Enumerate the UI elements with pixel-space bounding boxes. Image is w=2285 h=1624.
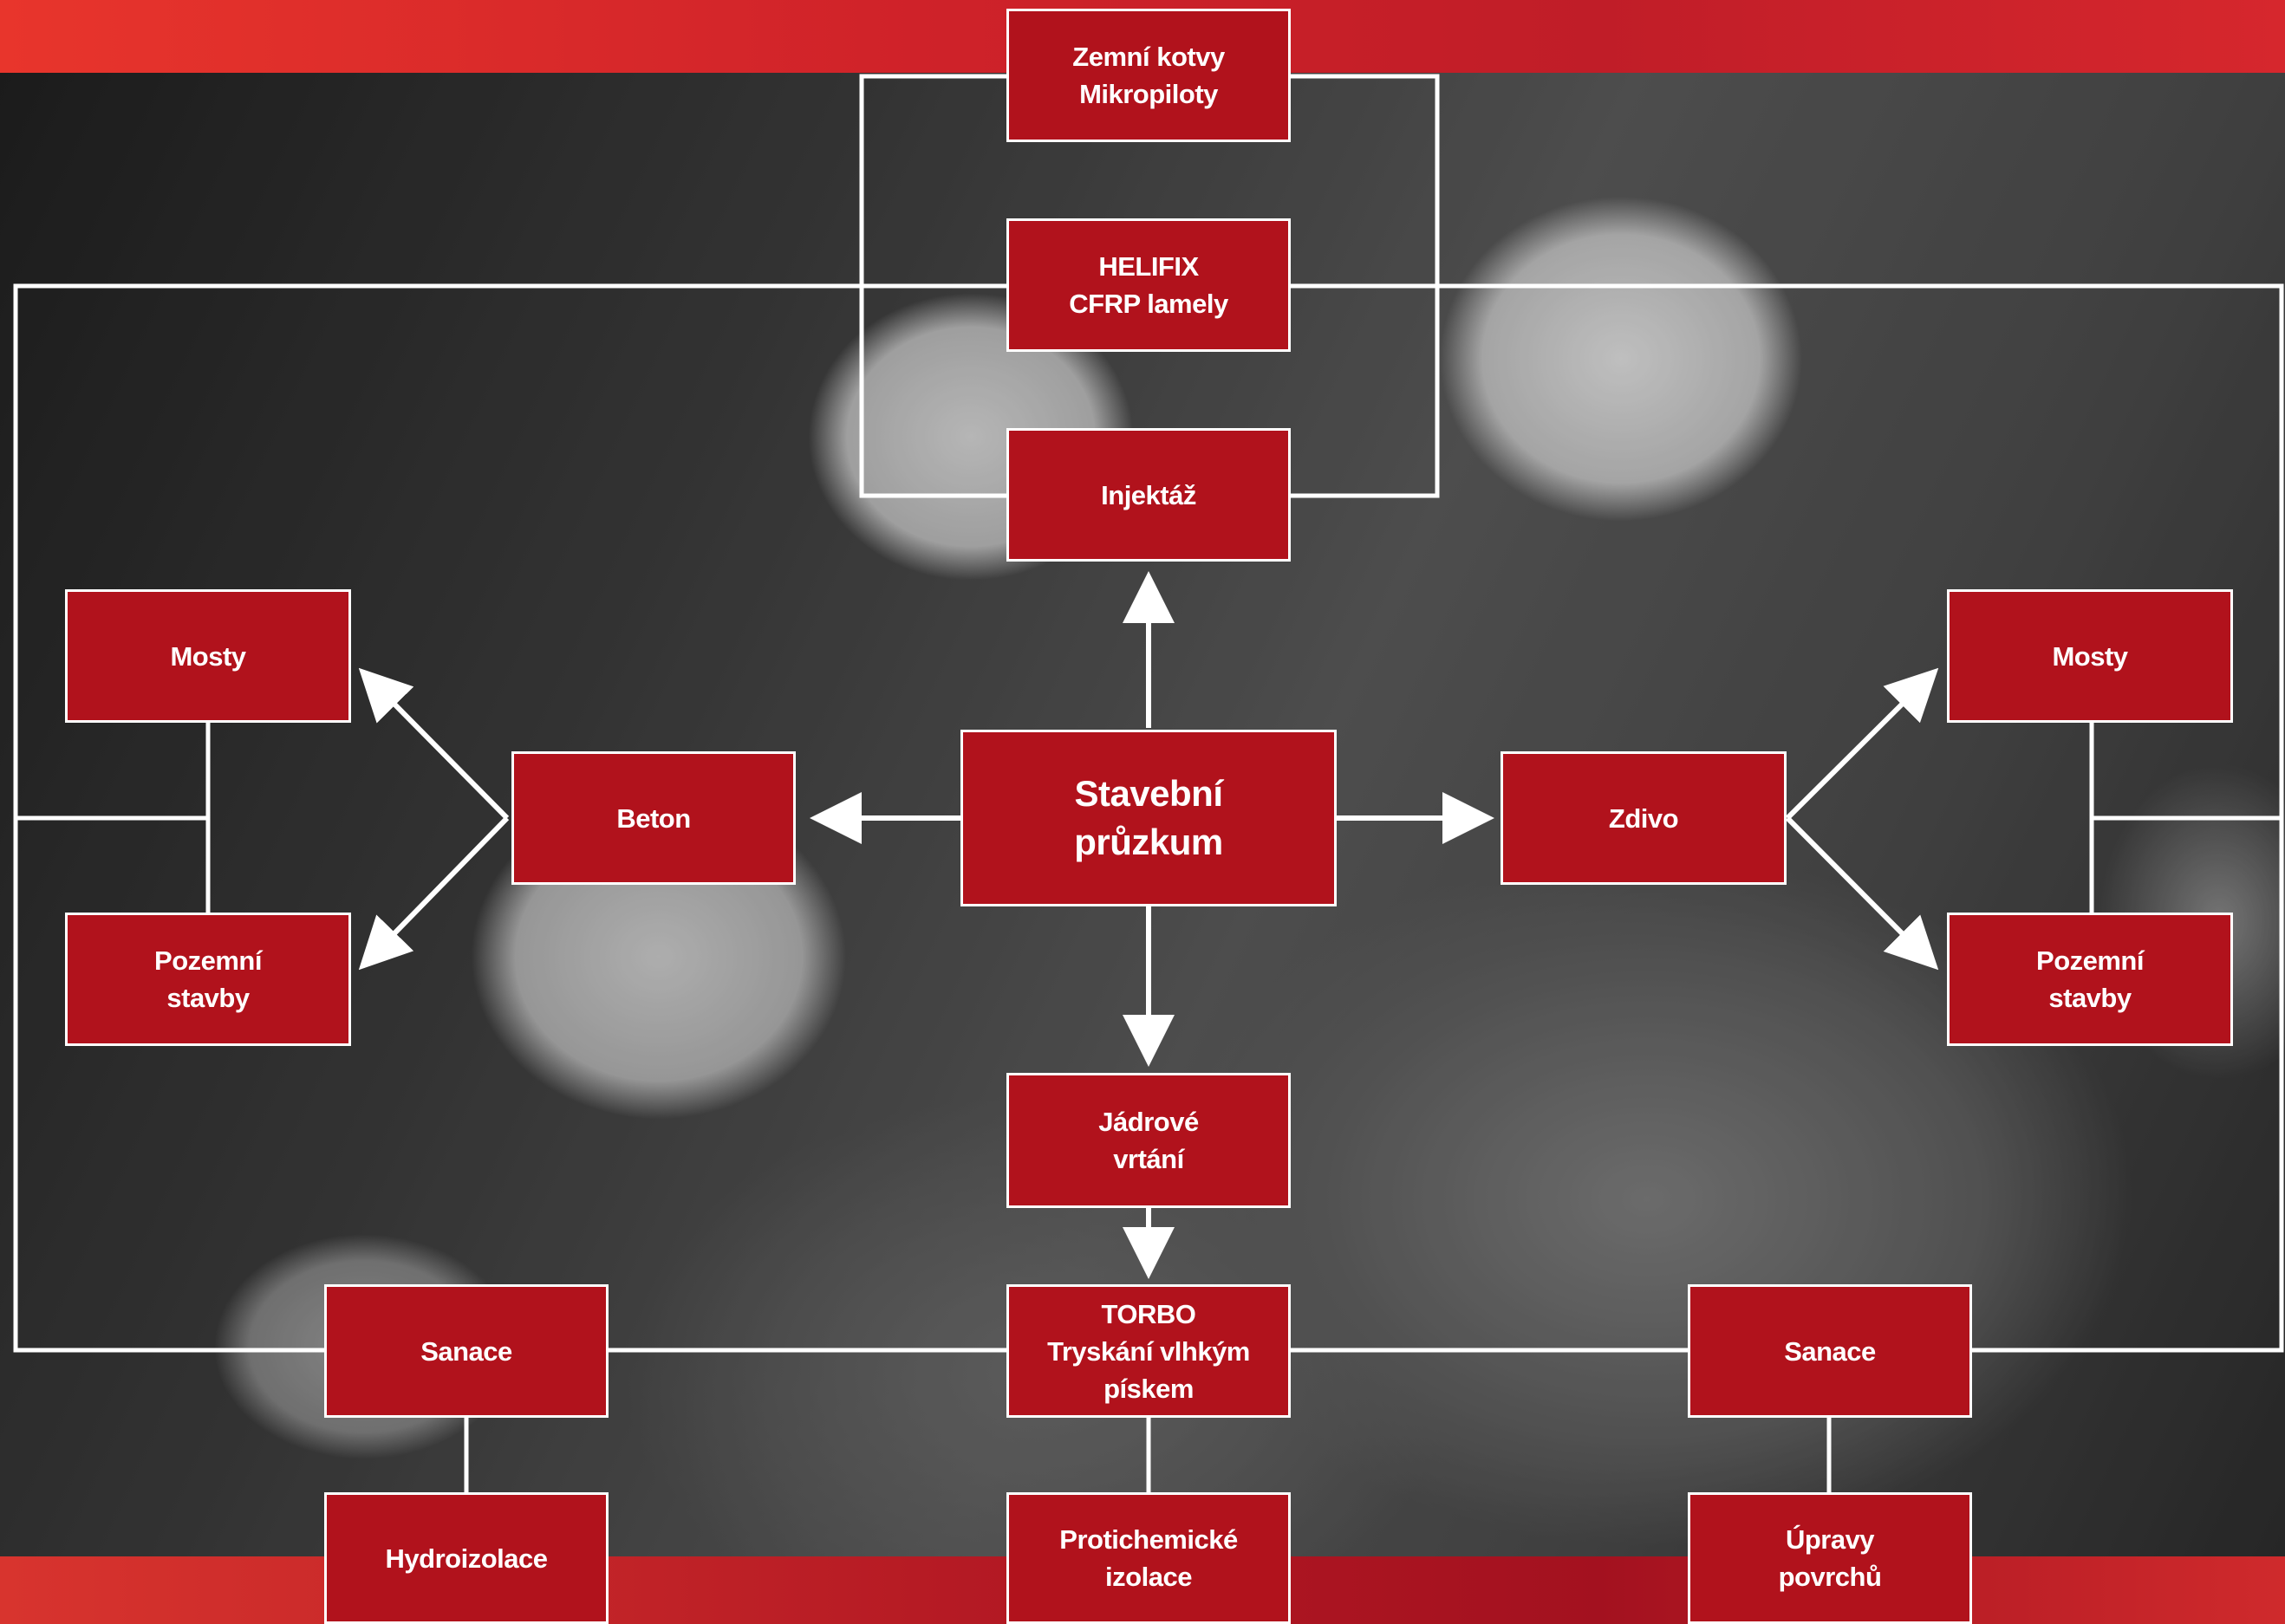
node-mosty-right: Mosty: [1947, 589, 2233, 723]
arrow-beton-to-mosty: [358, 667, 510, 821]
arrow-zdivo-to-pozemni: [1785, 815, 1939, 971]
node-pozemni-stavby-right: Pozemní stavby: [1947, 913, 2233, 1046]
node-sanace-right: Sanace: [1688, 1284, 1972, 1418]
node-torbo: TORBO Tryskání vlhkým pískem: [1006, 1284, 1291, 1418]
node-upravy-povrchu: Úpravy povrchů: [1688, 1492, 1972, 1624]
node-helifix-cfrp-lamely: HELIFIX CFRP lamely: [1006, 218, 1291, 352]
node-hydroizolace: Hydroizolace: [324, 1492, 609, 1624]
node-zdivo: Zdivo: [1501, 751, 1787, 885]
node-beton: Beton: [511, 751, 796, 885]
node-mosty-left: Mosty: [65, 589, 351, 723]
node-protichemicke-izolace: Protichemické izolace: [1006, 1492, 1291, 1624]
arrow-beton-to-pozemni: [358, 815, 510, 971]
arrow-zdivo-to-mosty: [1785, 667, 1939, 821]
node-stavebni-pruzkum: Stavební průzkum: [960, 730, 1337, 906]
node-zemni-kotvy-mikropiloty: Zemní kotvy Mikropiloty: [1006, 9, 1291, 142]
node-pozemni-stavby-left: Pozemní stavby: [65, 913, 351, 1046]
node-jadrove-vrtani: Jádrové vrtání: [1006, 1073, 1291, 1208]
node-sanace-left: Sanace: [324, 1284, 609, 1418]
node-injektaz: Injektáž: [1006, 428, 1291, 562]
